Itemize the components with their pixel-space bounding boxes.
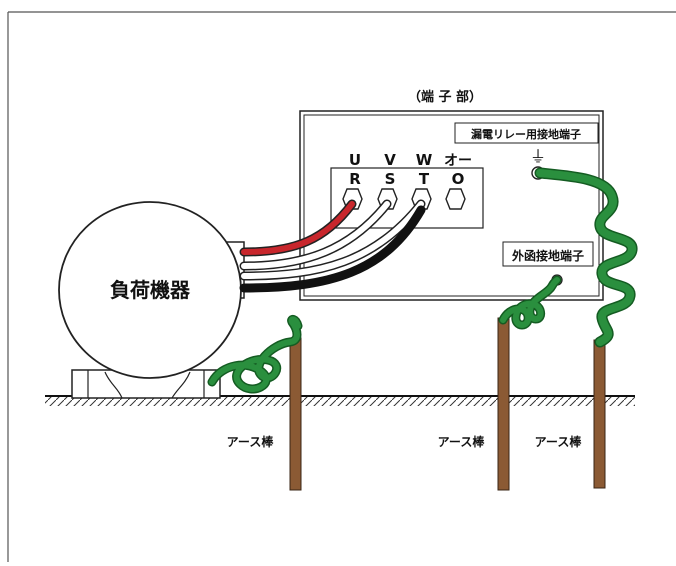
phase-label-w: W bbox=[416, 151, 433, 169]
terminal-title: （端 子 部） bbox=[408, 89, 482, 105]
leakage-relay-label: 漏電リレー用接地端子 bbox=[471, 127, 581, 141]
terminal-box-inner bbox=[303, 114, 600, 297]
ground-wire-motor bbox=[209, 316, 301, 392]
rod-label-1: アース棒 bbox=[227, 434, 275, 449]
terminal-block: （端 子 部） 漏電リレー用接地端子 ⏚ 外函接地端子 U V W オー R S… bbox=[299, 89, 604, 301]
enclosure-label-box bbox=[502, 241, 594, 267]
phase-label-o: オー bbox=[444, 153, 472, 169]
ground-symbol-icon: ⏚ bbox=[530, 147, 546, 166]
enclosure-label: 外函接地端子 bbox=[512, 248, 584, 263]
load-device-label: 負荷機器 bbox=[110, 278, 191, 302]
ground-hatch bbox=[45, 396, 635, 406]
terminal-label-r: R bbox=[349, 170, 361, 188]
terminal-label-s: S bbox=[385, 170, 396, 188]
earth-rod-3 bbox=[593, 339, 606, 489]
phase-label-v: V bbox=[384, 151, 396, 169]
phase-label-u: U bbox=[349, 151, 361, 169]
wire-white-2 bbox=[241, 201, 424, 279]
rod-label-2: アース棒 bbox=[438, 434, 486, 449]
terminal-screw-o-icon bbox=[445, 188, 466, 210]
ground-wire-enclosure bbox=[500, 277, 560, 328]
leakage-relay-label-box bbox=[454, 122, 599, 144]
motor-feet bbox=[87, 370, 205, 399]
terminal-label-o: O bbox=[452, 170, 465, 188]
wire-red bbox=[241, 201, 355, 255]
power-wires bbox=[239, 199, 426, 293]
ground-wires bbox=[207, 167, 638, 394]
earth-rod-2 bbox=[497, 317, 510, 491]
load-device: 負荷機器 bbox=[58, 201, 245, 399]
wire-white-1 bbox=[241, 201, 390, 269]
rod-label-3: アース棒 bbox=[535, 434, 583, 449]
terminal-label-t: T bbox=[419, 170, 430, 188]
earth-rod-1 bbox=[289, 337, 302, 491]
wire-black bbox=[239, 205, 426, 293]
ground-wire-relay bbox=[536, 169, 636, 346]
